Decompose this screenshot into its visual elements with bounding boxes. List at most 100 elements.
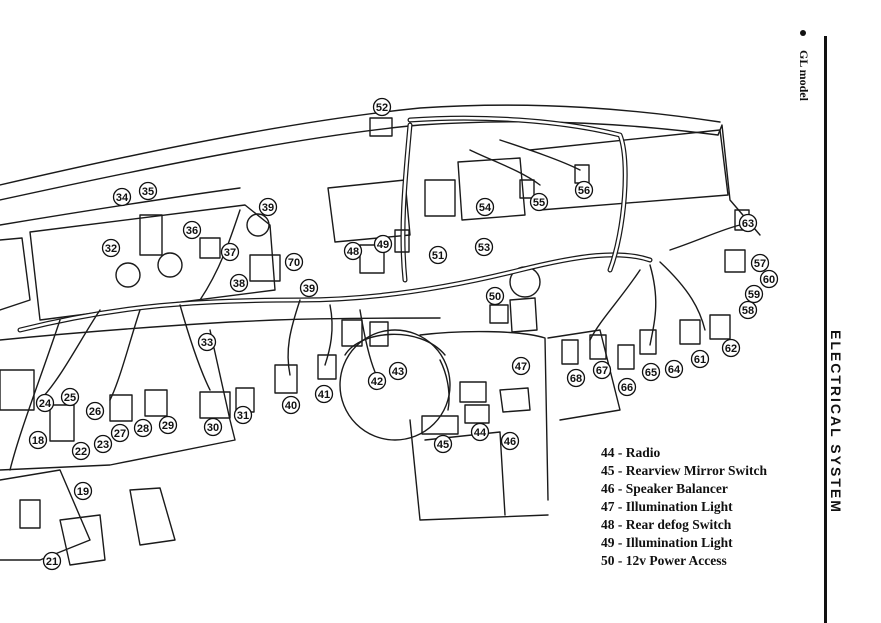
callout-number: 23 [97,439,109,451]
callout-49: 49 [373,234,393,254]
callout-24: 24 [35,393,55,413]
callout-number: 56 [578,185,590,197]
callout-60: 60 [759,269,779,289]
callout-number: 38 [233,278,245,290]
callout-circle [475,197,495,217]
callout-circle [500,431,520,451]
callout-number: 36 [186,225,198,237]
callout-22: 22 [71,441,91,461]
callout-number: 43 [392,366,404,378]
callout-circle [367,371,387,391]
callout-28: 28 [133,418,153,438]
callout-61: 61 [690,349,710,369]
callout-21: 21 [42,551,62,571]
callout-63: 63 [738,213,758,233]
callout-circle [299,278,319,298]
callout-number: 64 [668,364,681,376]
callout-62: 62 [721,338,741,358]
callout-51: 51 [428,245,448,265]
callout-19: 19 [73,481,93,501]
callout-circle [233,405,253,425]
callout-circle [511,356,531,376]
callout-25: 25 [60,387,80,407]
callout-circle [314,384,334,404]
callout-number: 34 [116,192,129,204]
bullet-icon [800,30,806,36]
callout-circle [112,187,132,207]
callout-number: 53 [478,242,490,254]
callout-number: 27 [114,428,126,440]
callout-number: 26 [89,406,101,418]
callout-39: 39 [258,197,278,217]
callout-circle [690,349,710,369]
callout-number: 62 [725,343,737,355]
callout-number: 41 [318,389,330,401]
callout-circle [133,418,153,438]
callout-45: 45 [433,434,453,454]
callout-44: 44 [470,422,490,442]
callout-53: 53 [474,237,494,257]
legend-item: 48 - Rear defog Switch [601,517,732,532]
callout-number: 49 [377,239,389,251]
legend-item: 44 - Radio [601,445,661,460]
callout-number: 48 [347,246,359,258]
callout-circle [197,332,217,352]
callout-number: 54 [479,202,492,214]
callout-number: 25 [64,392,76,404]
callout-circle [721,338,741,358]
callout-34: 34 [112,187,132,207]
callout-39: 39 [299,278,319,298]
callout-65: 65 [641,362,661,382]
section-title-text: ELECTRICAL SYSTEM [828,330,844,514]
callout-number: 28 [137,423,149,435]
callout-circle [343,241,363,261]
callout-18: 18 [28,430,48,450]
callout-36: 36 [182,220,202,240]
callout-number: 57 [754,258,766,270]
callout-number: 68 [570,373,582,385]
callout-circle [744,284,764,304]
callout-number: 40 [285,400,297,412]
callout-circle [664,359,684,379]
callout-circle [60,387,80,407]
callout-number: 65 [645,367,657,379]
callout-number: 50 [489,291,501,303]
callout-number: 24 [39,398,52,410]
callout-circle [110,423,130,443]
callout-circle [258,197,278,217]
callout-circle [372,97,392,117]
callout-circle [229,273,249,293]
callout-circle [641,362,661,382]
callout-58: 58 [738,300,758,320]
callout-number: 52 [376,102,388,114]
page-edge-rule [824,36,827,623]
callout-35: 35 [138,181,158,201]
callout-number: 55 [533,197,545,209]
callout-circle [85,401,105,421]
callout-47: 47 [511,356,531,376]
callout-number: 21 [46,556,58,568]
callout-number: 66 [621,382,633,394]
callout-circle [203,417,223,437]
callout-circle [759,269,779,289]
callout-circle [373,234,393,254]
callout-70: 70 [284,252,304,272]
callout-circle [158,415,178,435]
callout-number: 35 [142,186,154,198]
callout-number: 47 [515,361,527,373]
callout-64: 64 [664,359,684,379]
callout-circle [738,213,758,233]
legend-item: 47 - Illumination Light [601,499,733,514]
callout-circle [42,551,62,571]
callout-31: 31 [233,405,253,425]
callout-circle [574,180,594,200]
callout-32: 32 [101,238,121,258]
legend-item: 46 - Speaker Balancer [601,481,728,496]
callout-circle [182,220,202,240]
callout-57: 57 [750,253,770,273]
callout-67: 67 [592,360,612,380]
callout-number: 33 [201,337,213,349]
callout-circle [220,242,240,262]
